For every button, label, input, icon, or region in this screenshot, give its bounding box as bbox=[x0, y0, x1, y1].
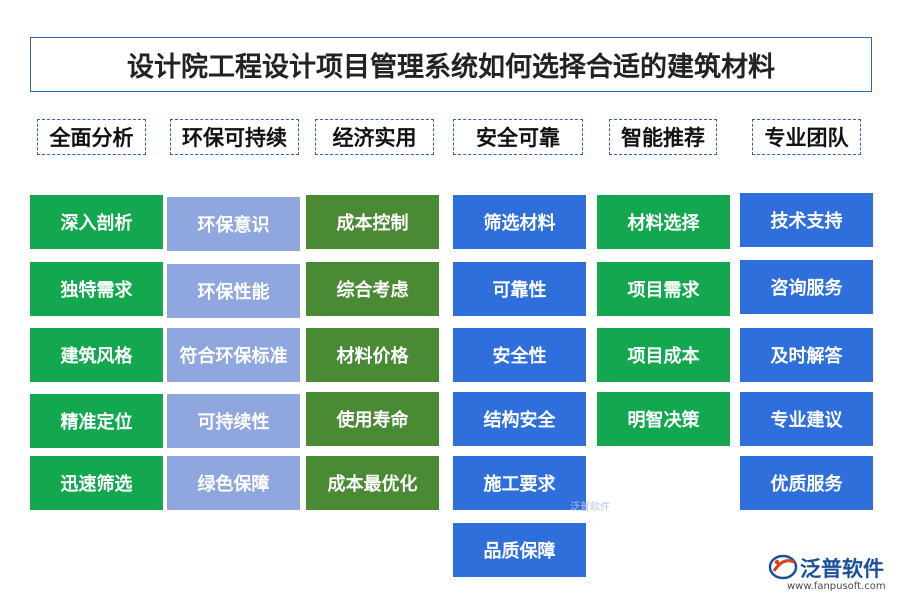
header-smart-recommend: 智能推荐 bbox=[609, 119, 717, 155]
header-safe-reliable: 安全可靠 bbox=[453, 119, 583, 155]
fanpu-logo-icon bbox=[768, 554, 798, 580]
item-cost-optimization: 成本最优化 bbox=[306, 456, 439, 510]
diagram-title: 设计院工程设计项目管理系统如何选择合适的建筑材料 bbox=[30, 37, 872, 92]
header-eco-sustainable: 环保可持续 bbox=[170, 119, 299, 155]
item-eco-awareness: 环保意识 bbox=[167, 197, 300, 251]
item-sustainability: 可持续性 bbox=[167, 394, 300, 448]
item-in-depth-analysis: 深入剖析 bbox=[30, 195, 163, 249]
header-economic-practical: 经济实用 bbox=[315, 119, 434, 155]
item-quality-assurance: 品质保障 bbox=[453, 523, 586, 577]
item-project-cost: 项目成本 bbox=[597, 328, 730, 382]
watermark: 泛普软件 bbox=[570, 502, 610, 513]
item-construction-requirements: 施工要求 bbox=[453, 456, 586, 510]
header-professional-team: 专业团队 bbox=[752, 119, 861, 155]
item-consulting-service: 咨询服务 bbox=[740, 260, 873, 314]
item-eco-standards: 符合环保标准 bbox=[167, 328, 300, 382]
item-architectural-style: 建筑风格 bbox=[30, 328, 163, 382]
item-timely-answers: 及时解答 bbox=[740, 328, 873, 382]
item-unique-needs: 独特需求 bbox=[30, 262, 163, 316]
item-technical-support: 技术支持 bbox=[740, 193, 873, 247]
logo-name: 泛普软件 bbox=[800, 557, 884, 581]
header-comprehensive-analysis: 全面分析 bbox=[37, 119, 146, 155]
logo-url: www.fanpusoft.com bbox=[787, 581, 886, 592]
item-eco-performance: 环保性能 bbox=[167, 264, 300, 318]
item-comprehensive-consideration: 综合考虑 bbox=[306, 262, 439, 316]
item-quick-screening: 迅速筛选 bbox=[30, 456, 163, 510]
item-quality-service: 优质服务 bbox=[740, 456, 873, 510]
item-screen-materials: 筛选材料 bbox=[453, 195, 586, 249]
item-material-price: 材料价格 bbox=[306, 328, 439, 382]
item-precise-positioning: 精准定位 bbox=[30, 394, 163, 448]
item-wise-decision: 明智决策 bbox=[597, 392, 730, 446]
item-reliability: 可靠性 bbox=[453, 262, 586, 316]
item-project-requirements: 项目需求 bbox=[597, 262, 730, 316]
item-structural-safety: 结构安全 bbox=[453, 392, 586, 446]
item-professional-advice: 专业建议 bbox=[740, 392, 873, 446]
item-green-assurance: 绿色保障 bbox=[167, 456, 300, 510]
item-material-selection: 材料选择 bbox=[597, 195, 730, 249]
item-service-life: 使用寿命 bbox=[306, 392, 439, 446]
item-safety: 安全性 bbox=[453, 328, 586, 382]
item-cost-control: 成本控制 bbox=[306, 195, 439, 249]
